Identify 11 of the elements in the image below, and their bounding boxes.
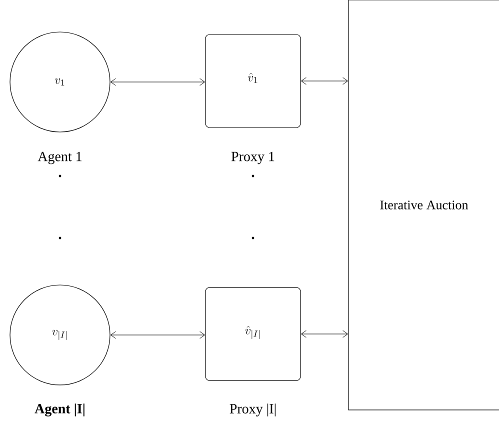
arrow [110,78,206,86]
auction-box: Iterative Auction [348,0,499,410]
arrow [300,330,348,338]
arrow [300,77,348,85]
proxy-box: $\hat{v}_1$ [205,34,301,128]
node-caption: Proxy 1 [231,152,274,164]
arrow [110,331,206,339]
node-caption: Agent |I| [34,404,84,416]
proxy-box: $\hat{v}_{|I|}$ [205,287,301,381]
node-caption: Agent 1 [38,152,82,164]
node-caption: Proxy |I| [230,404,276,416]
